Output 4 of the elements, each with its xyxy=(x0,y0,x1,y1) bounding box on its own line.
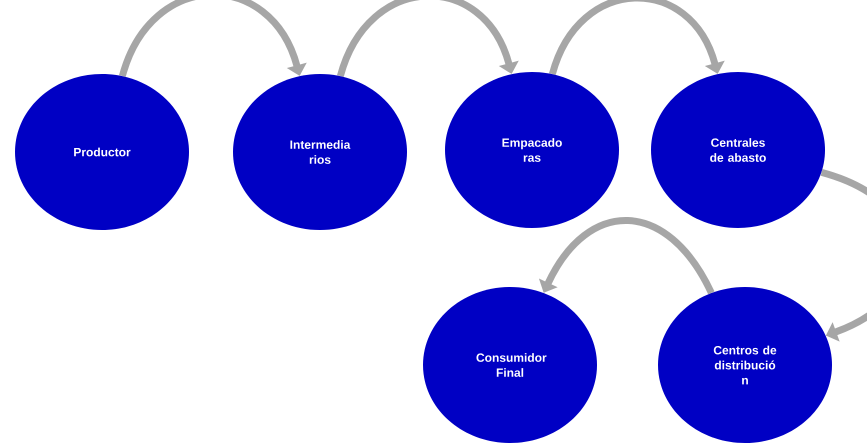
curved-arrow xyxy=(549,0,725,76)
curved-arrow xyxy=(119,0,307,78)
curved-arrow xyxy=(337,0,519,78)
curved-arrow xyxy=(820,169,867,342)
